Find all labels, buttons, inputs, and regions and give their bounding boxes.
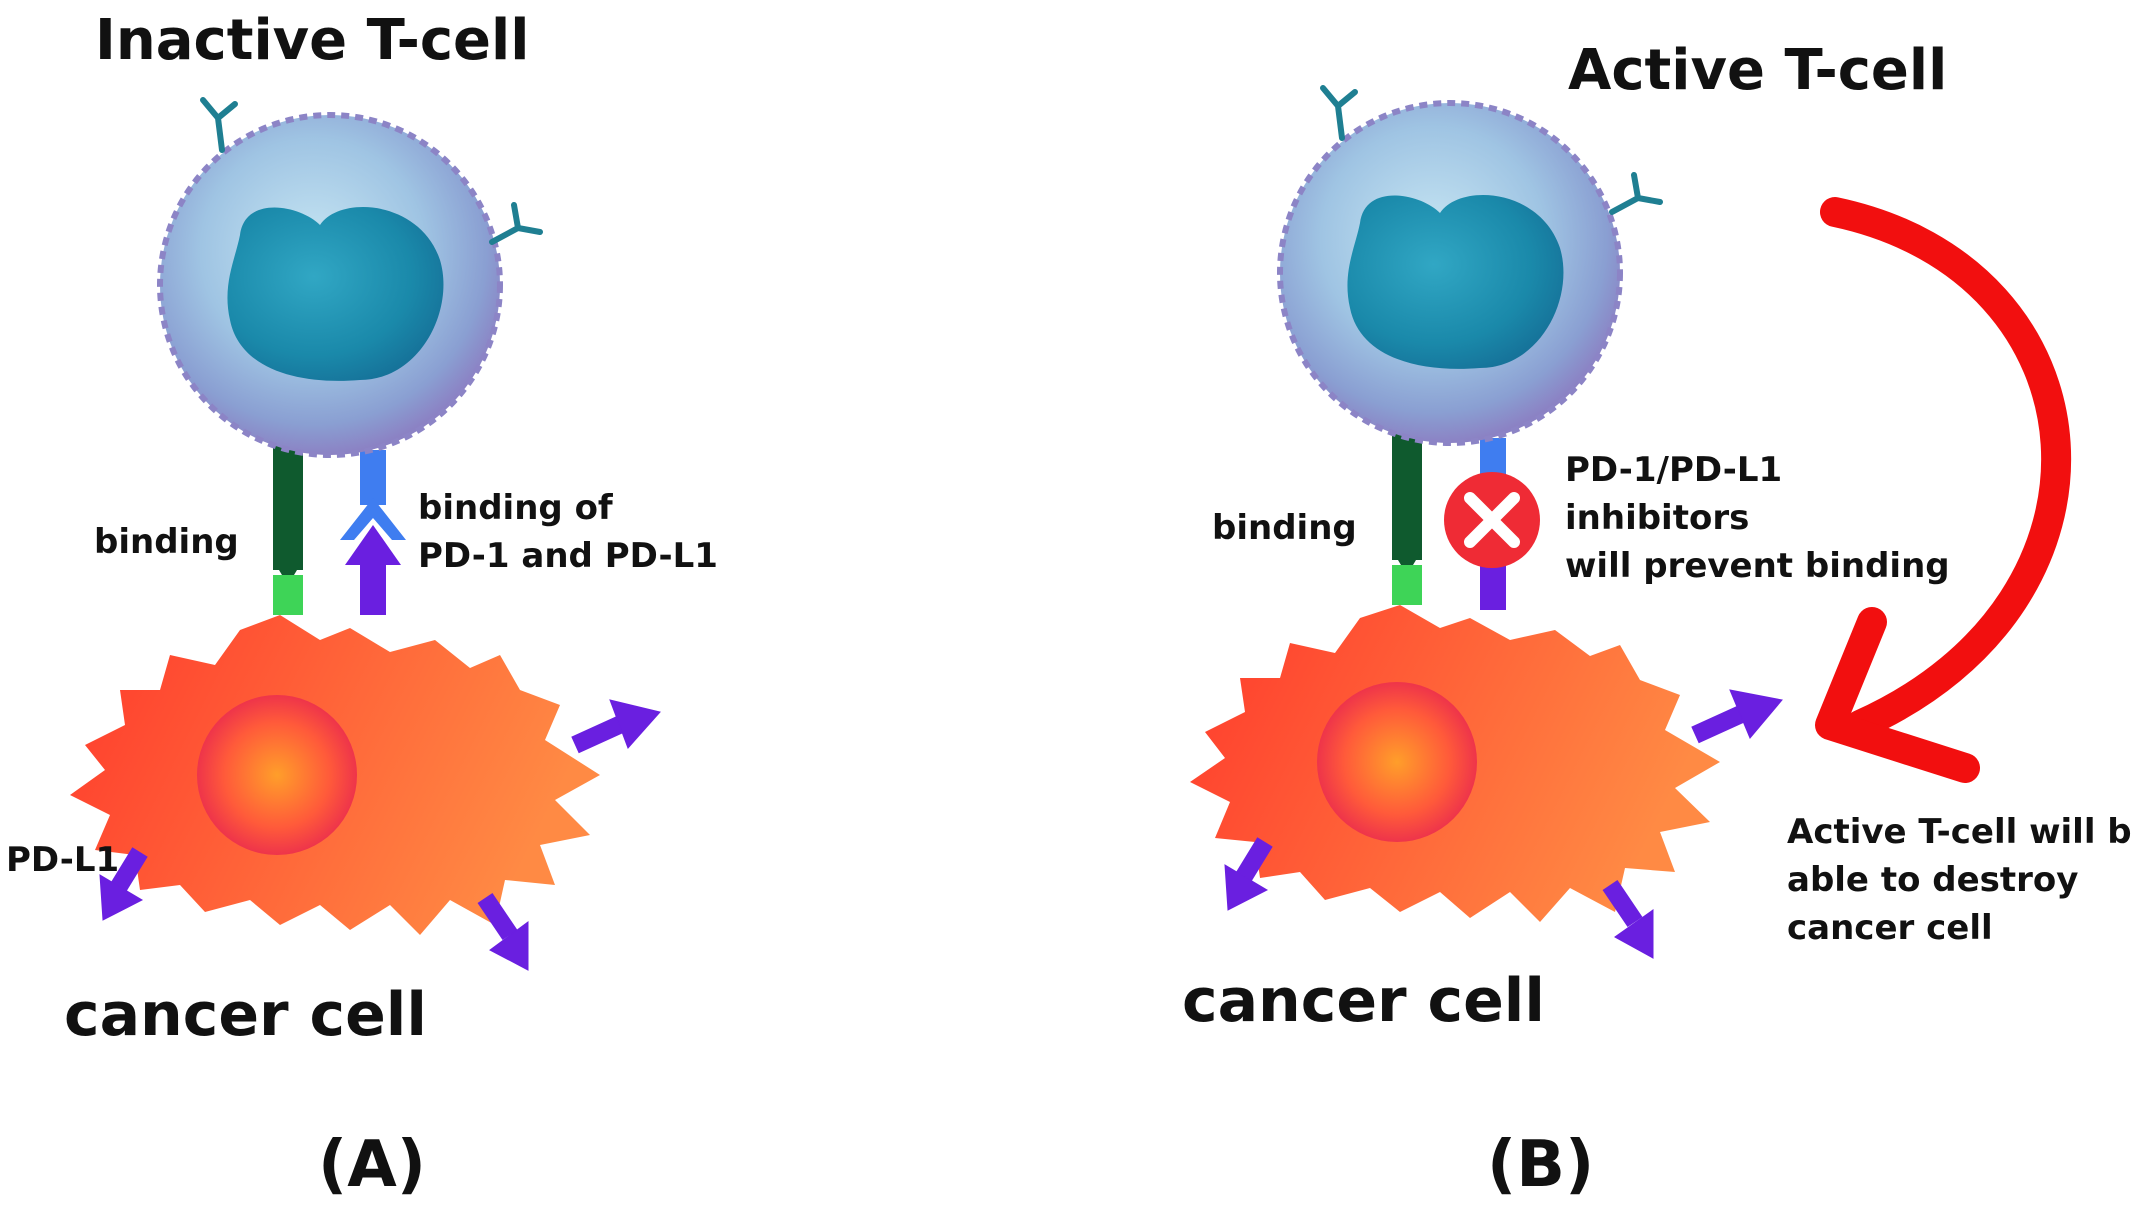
pd1-binding-a: [340, 450, 406, 615]
pdl1-arrows-b: [1224, 689, 1783, 959]
t-cell-nucleus-b: [1347, 195, 1564, 369]
cancer-cell-a: [70, 615, 600, 935]
panel-tag-a: (A): [318, 1128, 427, 1202]
cancer-nucleus-a: [197, 695, 357, 855]
binding-label-a: binding: [94, 522, 239, 562]
curved-arrow-icon: [1815, 197, 2072, 783]
pdl1-arrows-a: [99, 699, 661, 971]
t-cell-b: [1277, 85, 1663, 446]
tcr-binding-a: [273, 430, 303, 615]
title-active-tcell: Active T-cell: [1568, 38, 1948, 103]
outcome-line-2: able to destroy: [1787, 860, 2079, 900]
panel-b: [1190, 85, 2072, 959]
t-cell-a: [157, 97, 543, 458]
y-receptor-icon: [489, 202, 543, 245]
pd-binding-line-2: PD-1 and PD-L1: [418, 536, 718, 576]
inhibitor-label: PD-1/PD-L1 inhibitors will prevent bindi…: [1565, 446, 1950, 590]
y-receptor-icon: [1609, 172, 1663, 215]
pd-binding-line-1: binding of: [418, 488, 613, 528]
inhibitor-line-1: PD-1/PD-L1: [1565, 450, 1783, 490]
outcome-label: Active T-cell will be able to destroy ca…: [1787, 808, 2131, 952]
x-circle-icon: [1444, 472, 1540, 568]
outcome-line-1: Active T-cell will be: [1787, 812, 2131, 852]
y-receptor-icon: [200, 97, 238, 153]
title-inactive-tcell: Inactive T-cell: [95, 8, 530, 73]
pdl1-label: PD-L1: [6, 840, 120, 880]
outcome-line-3: cancer cell: [1787, 908, 1993, 948]
cancer-cell-label-a: cancer cell: [64, 980, 427, 1050]
cancer-nucleus-b: [1317, 682, 1477, 842]
y-receptor-icon: [1320, 85, 1358, 141]
inhibitor-line-2: inhibitors: [1565, 498, 1750, 538]
binding-label-b: binding: [1212, 508, 1357, 548]
tcr-binding-b: [1392, 420, 1422, 605]
panel-a: [70, 97, 661, 971]
panel-tag-b: (B): [1487, 1128, 1595, 1202]
cancer-cell-b: [1190, 605, 1720, 922]
cancer-cell-label-b: cancer cell: [1182, 966, 1545, 1036]
pd-binding-label: binding of PD-1 and PD-L1: [418, 484, 718, 580]
inhibitor-line-3: will prevent binding: [1565, 546, 1950, 586]
t-cell-nucleus-a: [227, 207, 444, 381]
